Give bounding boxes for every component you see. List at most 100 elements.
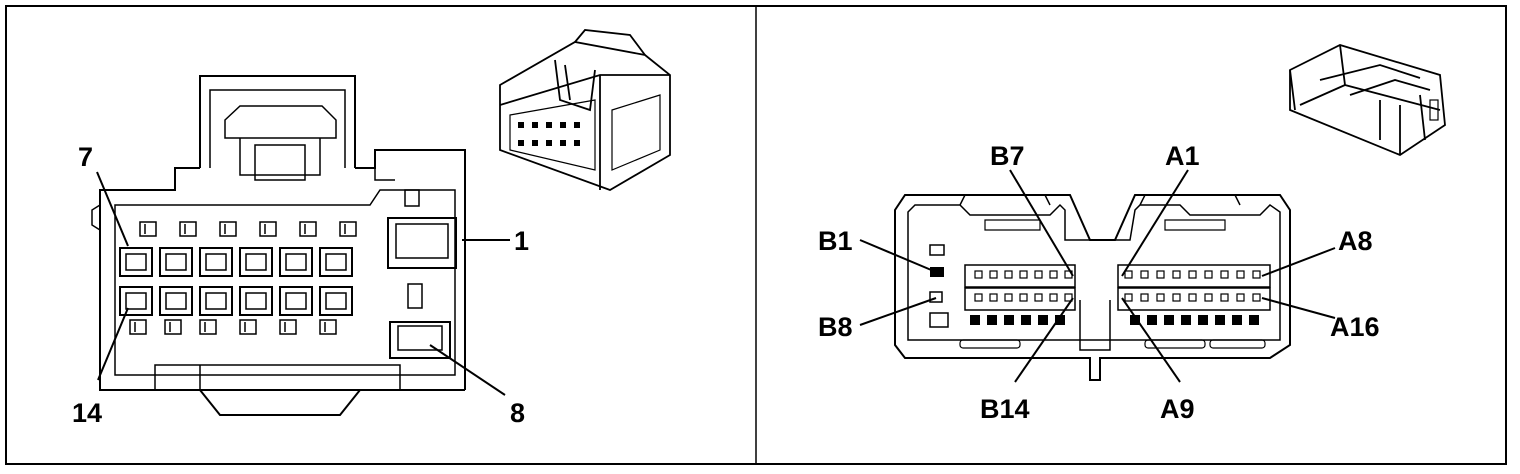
lower-pin	[1130, 315, 1140, 325]
cavity-inner	[245, 253, 267, 271]
cavity	[159, 286, 193, 316]
lower-pin	[1038, 315, 1048, 325]
cavity-inner	[325, 292, 347, 310]
small-slot	[407, 283, 423, 309]
lower-pin	[1232, 315, 1242, 325]
a-terminal	[1220, 293, 1229, 302]
b-terminal	[974, 270, 983, 279]
pin-8-cavity	[389, 321, 451, 359]
cavity-inner	[205, 292, 227, 310]
small-terminal	[129, 319, 147, 335]
a-terminal	[1252, 293, 1261, 302]
small-terminal	[199, 319, 217, 335]
pin-7-label: 7	[78, 142, 93, 172]
a-terminal	[1124, 270, 1133, 279]
b7-label: B7	[990, 141, 1025, 171]
small-terminal	[219, 221, 237, 237]
left-leader-lines	[96, 171, 510, 396]
cavity	[279, 247, 313, 277]
lower-pin	[1181, 315, 1191, 325]
small-terminal	[279, 319, 297, 335]
a-terminal	[1172, 270, 1181, 279]
cavity-inner	[245, 292, 267, 310]
a-terminal	[1140, 293, 1149, 302]
b1-label: B1	[818, 226, 853, 256]
cavity	[279, 286, 313, 316]
small-terminal	[319, 319, 337, 335]
lower-pin	[1198, 315, 1208, 325]
cavity	[199, 286, 233, 316]
lower-pin	[1004, 315, 1014, 325]
b1-marker	[930, 267, 944, 277]
small-terminal	[259, 221, 277, 237]
lower-pin	[1164, 315, 1174, 325]
b-terminal	[1019, 270, 1028, 279]
a-terminal	[1204, 293, 1213, 302]
right-connector	[894, 194, 1291, 381]
b-terminal	[1064, 293, 1073, 302]
a8-label: A8	[1338, 226, 1373, 256]
a-terminal	[1188, 270, 1197, 279]
b8-marker	[929, 291, 943, 303]
a-terminal	[1140, 270, 1149, 279]
small-terminal	[239, 319, 257, 335]
lower-pin	[987, 315, 997, 325]
cavity	[319, 286, 353, 316]
a-terminal	[1236, 270, 1245, 279]
right-leader-lines	[859, 169, 1336, 383]
cavity	[319, 247, 353, 277]
cavity	[159, 247, 193, 277]
b-terminal	[1049, 293, 1058, 302]
small-terminal	[339, 221, 357, 237]
cavity-inner	[125, 292, 147, 310]
lower-pin	[1215, 315, 1225, 325]
pin-1-cavity-inner	[395, 223, 449, 259]
cavity	[199, 247, 233, 277]
left-cavity-grid	[119, 189, 457, 359]
small-terminal	[179, 221, 197, 237]
cavity-inner	[165, 253, 187, 271]
cavity	[119, 247, 153, 277]
lower-pin	[1249, 315, 1259, 325]
a9-label: A9	[1160, 394, 1195, 424]
a-terminal	[1172, 293, 1181, 302]
lower-pin	[1147, 315, 1157, 325]
a-terminal	[1156, 293, 1165, 302]
cavity-inner	[285, 292, 307, 310]
small-terminal	[299, 221, 317, 237]
pin-8-label: 8	[510, 398, 525, 428]
a-terminal	[1204, 270, 1213, 279]
b-terminal	[1004, 270, 1013, 279]
left-connector	[91, 75, 466, 416]
side-mark	[929, 312, 949, 328]
b-terminal	[1019, 293, 1028, 302]
a-terminal	[1252, 270, 1261, 279]
b-terminal	[974, 293, 983, 302]
cavity	[239, 286, 273, 316]
pin-1-cavity	[387, 217, 457, 269]
b-terminal	[1004, 293, 1013, 302]
cavity-inner	[205, 253, 227, 271]
b-terminal	[1034, 293, 1043, 302]
a-terminal	[1220, 270, 1229, 279]
lower-pin	[970, 315, 980, 325]
cavity-inner	[285, 253, 307, 271]
small-terminal	[139, 221, 157, 237]
cavity-inner	[125, 253, 147, 271]
b-terminal	[989, 293, 998, 302]
b-terminal	[989, 270, 998, 279]
a16-label: A16	[1330, 312, 1380, 342]
lower-pin	[1055, 315, 1065, 325]
lower-pin	[1021, 315, 1031, 325]
b8-label: B8	[818, 312, 853, 342]
left-connector-isometric-icon	[499, 29, 671, 191]
b-terminal	[1034, 270, 1043, 279]
cavity-inner	[325, 253, 347, 271]
side-mark	[929, 244, 945, 256]
pin-8-cavity-inner	[397, 325, 443, 351]
right-connector-isometric-icon	[1289, 44, 1446, 157]
a-terminal	[1156, 270, 1165, 279]
right-cavity-grid	[929, 244, 1261, 328]
small-terminal	[164, 319, 182, 335]
